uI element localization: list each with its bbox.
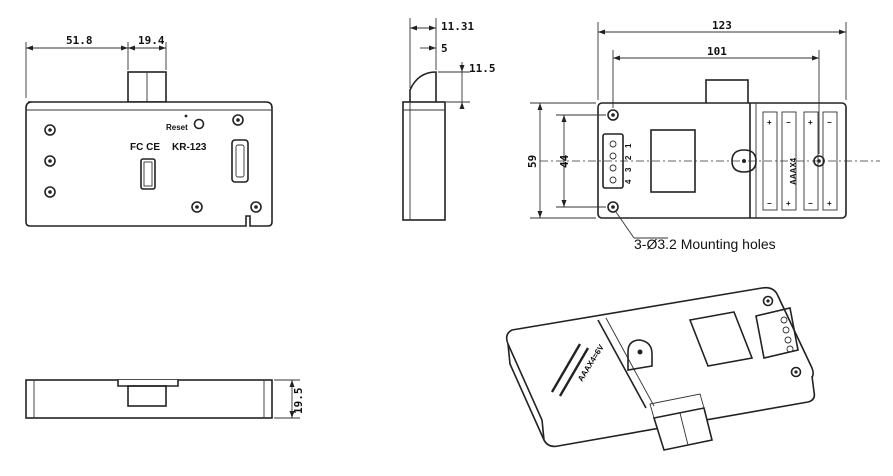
- model-label: KR-123: [172, 142, 207, 153]
- bottom-latch-notch: [117, 380, 179, 387]
- front-body: [25, 101, 273, 227]
- mounting-hole-icon: [813, 155, 825, 167]
- isometric-view: AAAX4=6V: [505, 286, 816, 451]
- dim-side-latch-height: 11.5: [469, 62, 496, 75]
- screw-icon: [44, 155, 56, 167]
- bottom-latch-slot: [127, 385, 167, 407]
- dim-front-latch-width: 19.4: [138, 34, 165, 47]
- dim-front-left-offset: 51.8: [66, 34, 93, 47]
- iso-divider: [597, 319, 647, 409]
- svg-text:+: +: [786, 199, 791, 208]
- connector-block: [602, 133, 624, 189]
- back-body: [597, 102, 847, 219]
- screw-icon: [44, 186, 56, 198]
- side-body: [402, 101, 446, 221]
- screw-icon: [790, 366, 802, 378]
- screw-icon: [44, 124, 56, 136]
- iso-clip: [627, 339, 653, 371]
- dim-side-total-depth: 11.31: [441, 20, 474, 33]
- side-view: 11.31 5 11.5: [402, 18, 496, 221]
- bottom-body: [25, 379, 273, 419]
- svg-text:+: +: [808, 118, 813, 127]
- side-latch: [409, 71, 437, 102]
- reset-led-icon: [184, 114, 188, 118]
- connector-pin-3: 3: [624, 167, 633, 172]
- battery-label: AAAX4: [789, 157, 798, 185]
- dim-back-hole-pitch: 44: [558, 154, 571, 168]
- svg-text:−: −: [786, 118, 791, 127]
- back-window: [650, 129, 696, 193]
- battery-clip: [731, 149, 757, 173]
- usb-port-icon: [231, 139, 249, 183]
- back-latch-tongue: [705, 79, 749, 105]
- reset-label: Reset: [166, 123, 188, 132]
- connector-pin-4: 4: [624, 179, 633, 184]
- reset-button-icon: [193, 118, 205, 130]
- sensor-window: [140, 158, 156, 190]
- screw-icon: [232, 114, 244, 126]
- mounting-hole-icon: [607, 201, 619, 213]
- connector-pin-2: 2: [624, 155, 633, 160]
- iso-latch: [652, 407, 713, 451]
- svg-text:−: −: [827, 118, 832, 127]
- dim-bottom-height: 19.5: [292, 388, 305, 415]
- back-view: + − + − − + − + AAAX4 4 3 2 1: [526, 19, 880, 252]
- svg-text:+: +: [827, 199, 832, 208]
- screw-icon: [250, 201, 262, 213]
- dim-side-step: 5: [441, 42, 448, 55]
- mounting-holes-note: 3-Ø3.2 Mounting holes: [634, 236, 776, 252]
- cert-label: FC CE: [130, 142, 160, 153]
- iso-instruction-lines: [550, 343, 590, 397]
- iso-connector: [755, 307, 799, 359]
- iso-window: [688, 311, 754, 367]
- bottom-view: 19.5: [25, 379, 305, 419]
- mounting-hole-icon: [607, 109, 619, 121]
- screw-icon: [191, 201, 203, 213]
- dim-back-hole-span: 101: [707, 45, 727, 58]
- svg-text:+: +: [767, 118, 772, 127]
- front-view: Reset FC CE KR-123 51.8 19.4: [25, 34, 273, 227]
- dim-back-total-height: 59: [526, 155, 539, 168]
- svg-text:−: −: [808, 199, 813, 208]
- dim-back-total-width: 123: [712, 19, 732, 32]
- svg-text:−: −: [767, 199, 772, 208]
- screw-icon: [762, 295, 774, 307]
- connector-pin-1: 1: [624, 143, 633, 148]
